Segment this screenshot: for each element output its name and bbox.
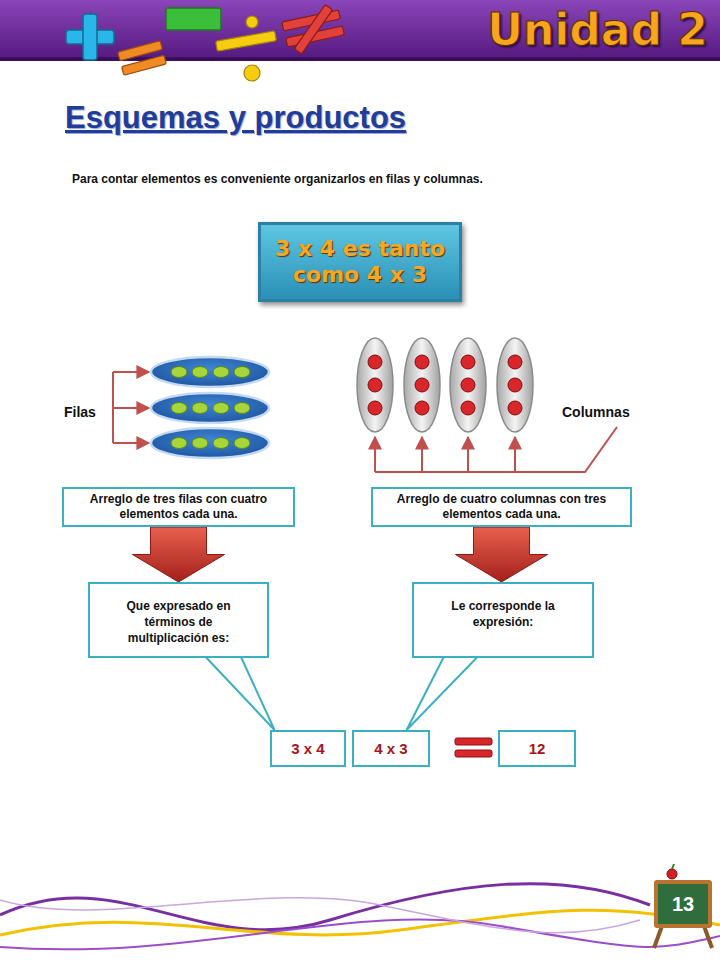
green-dot [192, 438, 208, 449]
red-dot [415, 378, 429, 392]
red-dot [461, 378, 475, 392]
column-ellipse [404, 338, 440, 432]
red-dot [415, 401, 429, 415]
green-dot [234, 403, 250, 414]
intro-text: Para contar elementos es conveniente org… [72, 172, 483, 186]
headline-box: 3 x 4 es tanto como 4 x 3 [258, 222, 462, 302]
green-dot [213, 438, 229, 449]
green-dot [234, 367, 250, 378]
row-ellipse [151, 393, 269, 423]
description-box: Arreglo de cuatro columnas con tres elem… [371, 487, 632, 527]
green-dot [171, 438, 187, 449]
box-text: Arreglo de tres filas con cuatro element… [72, 492, 285, 522]
red-dot [368, 378, 382, 392]
result-box: 12 [498, 730, 576, 767]
green-dot [192, 367, 208, 378]
page-number-board: 13 [654, 880, 712, 928]
box-text: 3 x 4 [291, 740, 324, 757]
expression-box: 3 x 4 [270, 730, 346, 767]
equals-sign [455, 738, 492, 757]
column-ellipse [450, 338, 486, 432]
callout-tail [204, 655, 275, 730]
box-text: Que expresado en términos de multiplicac… [118, 598, 239, 647]
column-ellipse [357, 338, 393, 432]
column-bracket [375, 427, 617, 472]
box-text: Arreglo de cuatro columnas con tres elem… [381, 492, 622, 522]
unit-heading: Unidad 2 [487, 4, 708, 55]
green-dot [171, 367, 187, 378]
header-edge [0, 57, 720, 61]
not-equal-symbol [282, 5, 345, 54]
red-dot [461, 355, 475, 369]
speech-bubble: Le corresponde la expresión: [412, 582, 594, 658]
row-ellipse [151, 357, 269, 387]
callout-tail [407, 655, 480, 730]
column-arrays [357, 338, 533, 432]
description-box: Arreglo de tres filas con cuatro element… [62, 487, 295, 527]
red-dot [368, 401, 382, 415]
red-dot [461, 401, 475, 415]
red-dot [508, 401, 522, 415]
page-title: Esquemas y productos [65, 100, 406, 136]
minus-symbol [166, 8, 221, 30]
division-symbol [216, 16, 277, 81]
box-text: 4 x 3 [374, 740, 407, 757]
plus-symbol [66, 14, 114, 60]
green-dot [171, 403, 187, 414]
red-dot [508, 378, 522, 392]
chalkboard-stand [654, 864, 712, 948]
row-bracket [113, 372, 149, 443]
speech-bubble: Que expresado en términos de multiplicac… [88, 582, 269, 658]
green-dot [213, 367, 229, 378]
red-dot [415, 355, 429, 369]
footer-waves [0, 884, 720, 950]
green-dot [192, 403, 208, 414]
green-dot [234, 438, 250, 449]
block-arrow [133, 527, 225, 582]
columns-label: Columnas [562, 404, 630, 420]
box-text: 3 x 4 es tanto como 4 x 3 [273, 236, 447, 289]
red-dot [368, 355, 382, 369]
box-text: 12 [529, 740, 546, 757]
block-arrow [456, 527, 548, 582]
expression-box: 4 x 3 [352, 730, 430, 767]
box-text: Le corresponde la expresión: [442, 598, 564, 630]
rows-label: Filas [64, 404, 96, 420]
column-ellipse [497, 338, 533, 432]
green-dot [213, 403, 229, 414]
row-arrays [151, 357, 269, 458]
red-dot [508, 355, 522, 369]
header-band [0, 0, 720, 60]
row-ellipse [151, 428, 269, 458]
equals-symbol [118, 41, 167, 76]
box-text: 13 [672, 893, 694, 916]
